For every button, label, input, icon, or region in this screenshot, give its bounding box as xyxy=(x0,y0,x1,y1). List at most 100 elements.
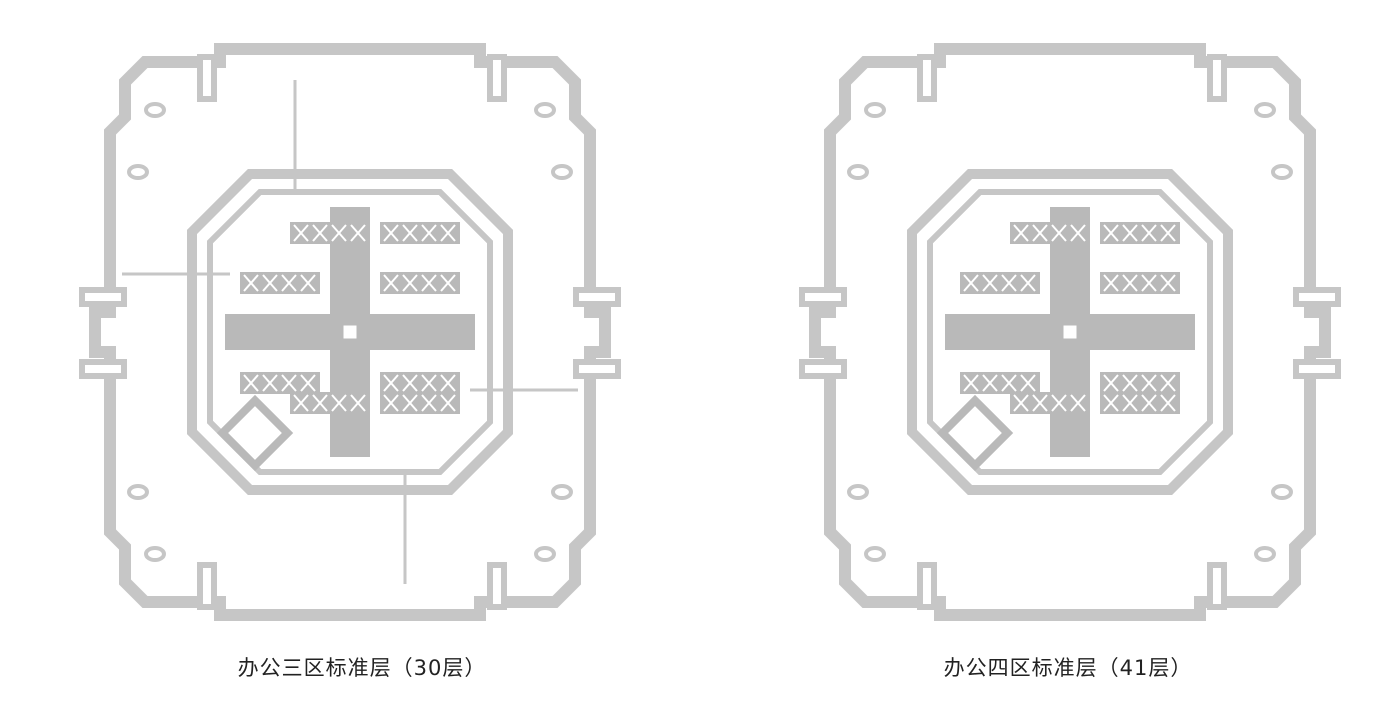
core-inner-wall xyxy=(207,189,493,475)
perimeter-post xyxy=(487,562,507,610)
perimeter-post xyxy=(1293,287,1341,307)
corner-bay xyxy=(864,546,886,562)
shaft-brace xyxy=(1122,274,1138,292)
shaft-brace xyxy=(243,374,259,392)
corner-bay xyxy=(551,484,573,500)
shaft-brace xyxy=(262,374,278,392)
corner-bay xyxy=(551,164,573,180)
floor-plan-drawing-zone-3 xyxy=(79,43,621,621)
shaft-brace xyxy=(1160,224,1176,242)
perimeter-post xyxy=(197,562,217,610)
shaft-brace xyxy=(440,394,456,412)
shaft-brace xyxy=(1013,224,1029,242)
corner-bay xyxy=(864,102,886,118)
perimeter-post xyxy=(1207,562,1227,610)
shaft-brace xyxy=(421,374,437,392)
perimeter-post xyxy=(799,359,847,379)
perimeter-post xyxy=(1207,54,1227,102)
shaft-block xyxy=(960,372,1040,394)
outer-wall xyxy=(809,43,1331,621)
shaft-brace xyxy=(1051,224,1067,242)
shaft-brace xyxy=(1141,224,1157,242)
shaft-block xyxy=(1100,392,1180,414)
corner-bay xyxy=(127,484,149,500)
shaft-brace xyxy=(1013,394,1029,412)
outer-wall xyxy=(89,43,611,621)
shaft-brace xyxy=(440,374,456,392)
shaft-brace xyxy=(1141,274,1157,292)
shaft-brace xyxy=(421,394,437,412)
shaft-brace xyxy=(1032,394,1048,412)
shaft-brace xyxy=(383,394,399,412)
corner-bay xyxy=(847,164,869,180)
perimeter-post xyxy=(1293,359,1341,379)
shaft-brace xyxy=(312,394,328,412)
perimeter-post xyxy=(79,359,127,379)
shaft-brace xyxy=(383,224,399,242)
shaft-brace xyxy=(421,274,437,292)
perimeter-post xyxy=(917,54,937,102)
lift-lobby-marker xyxy=(340,322,360,342)
shaft-brace xyxy=(402,274,418,292)
perimeter-post xyxy=(917,562,937,610)
perimeter-post xyxy=(197,54,217,102)
shaft-brace xyxy=(1122,224,1138,242)
perimeter-post xyxy=(799,287,847,307)
shaft-brace xyxy=(982,374,998,392)
shaft-block xyxy=(960,272,1040,294)
shaft-brace xyxy=(1122,394,1138,412)
shaft-brace xyxy=(1141,394,1157,412)
shaft-block xyxy=(290,392,370,414)
shaft-brace xyxy=(402,224,418,242)
perimeter-post xyxy=(573,287,621,307)
floor-plan-zone-3 xyxy=(50,30,650,635)
shaft-brace xyxy=(281,374,297,392)
shaft-brace xyxy=(963,374,979,392)
shaft-brace xyxy=(1051,394,1067,412)
shaft-brace xyxy=(312,224,328,242)
shaft-block xyxy=(380,222,460,244)
shaft-brace xyxy=(440,224,456,242)
shaft-brace xyxy=(1103,374,1119,392)
shaft-block xyxy=(240,372,320,394)
shaft-block xyxy=(380,392,460,414)
shaft-brace xyxy=(262,274,278,292)
shaft-brace xyxy=(293,224,309,242)
corner-bay xyxy=(1254,102,1276,118)
perimeter-post xyxy=(487,54,507,102)
shaft-block xyxy=(380,372,460,394)
corner-bay xyxy=(127,164,149,180)
corner-bay xyxy=(1271,484,1293,500)
perimeter-post xyxy=(573,359,621,379)
shaft-brace xyxy=(1160,394,1176,412)
shaft-brace xyxy=(350,394,366,412)
shaft-block xyxy=(290,222,370,244)
shaft-brace xyxy=(1020,374,1036,392)
shaft-brace xyxy=(331,394,347,412)
caption-zone-4: 办公四区标准层（41层） xyxy=(943,656,1193,680)
shaft-block xyxy=(380,272,460,294)
shaft-brace xyxy=(383,274,399,292)
shaft-brace xyxy=(1001,274,1017,292)
shaft-brace xyxy=(1103,394,1119,412)
shaft-block xyxy=(1010,392,1090,414)
corner-bay xyxy=(1254,546,1276,562)
shaft-block xyxy=(240,272,320,294)
shaft-brace xyxy=(421,224,437,242)
shaft-brace xyxy=(281,274,297,292)
shaft-brace xyxy=(1070,224,1086,242)
core-inner-wall xyxy=(927,189,1213,475)
shaft-brace xyxy=(383,374,399,392)
shaft-brace xyxy=(293,394,309,412)
shaft-brace xyxy=(1103,224,1119,242)
shaft-brace xyxy=(331,224,347,242)
shaft-brace xyxy=(1001,374,1017,392)
lift-lobby-marker xyxy=(1060,322,1080,342)
shaft-block xyxy=(1100,222,1180,244)
shaft-block xyxy=(1010,222,1090,244)
stair-diamond xyxy=(936,394,1014,472)
shaft-brace xyxy=(243,274,259,292)
shaft-block xyxy=(1100,372,1180,394)
corner-bay xyxy=(144,102,166,118)
